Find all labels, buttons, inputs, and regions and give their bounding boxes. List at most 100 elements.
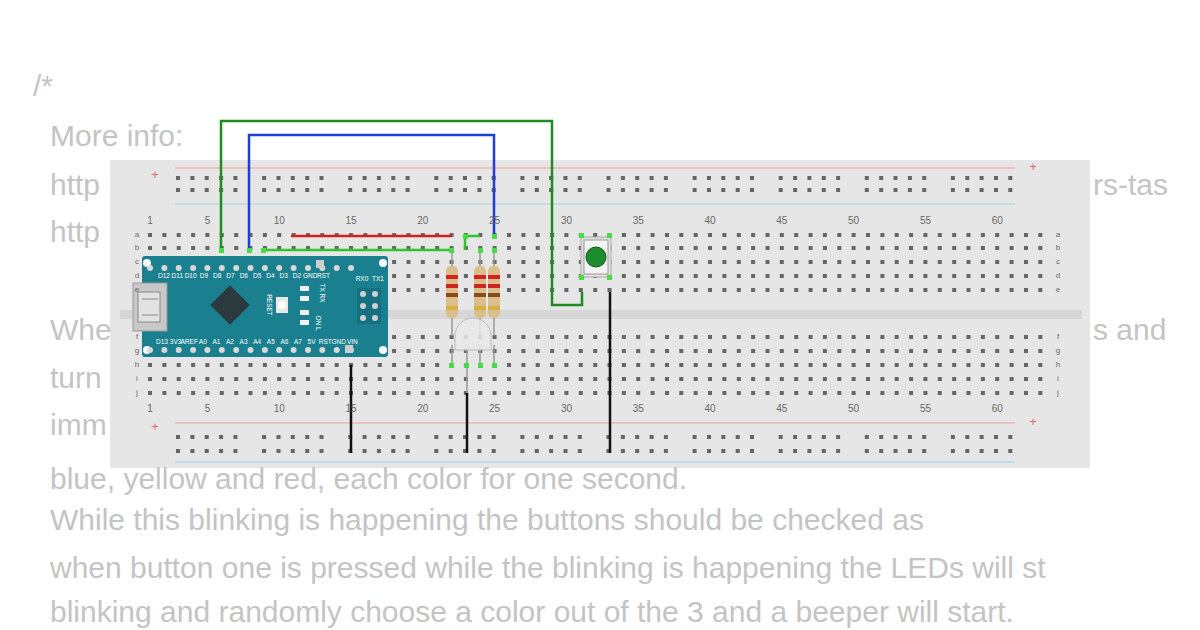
rail-polarity: + [151,168,159,182]
column-number: 40 [704,403,715,415]
column-number: 1 [147,403,153,415]
column-number: 20 [417,215,428,227]
row-letter: h [1056,360,1060,370]
row-letter: b [1056,243,1060,253]
column-number: 10 [274,215,285,227]
row-letter: j [1057,388,1059,398]
pin-name: D11 [172,272,183,280]
pin-name: A2 [226,338,234,346]
push-button [581,237,611,277]
comment-text: turn [50,361,102,395]
column-number: 10 [274,403,285,415]
comment-text: rs-tas [1093,168,1168,202]
pin-name: A6 [280,338,288,346]
row-letter: b [135,243,139,253]
row-letter: h [135,360,139,370]
pin-name: D3 [280,272,288,280]
board-marking: RESET [265,294,273,316]
row-letter: c [1056,257,1060,267]
comment-text: blinking and randomly choose a color out… [50,595,1014,629]
pin-name: RST [317,272,330,280]
column-number: 20 [417,403,428,415]
arduino-nano [133,256,388,357]
column-number: 50 [848,215,859,227]
pin-name: GND [303,272,317,280]
comment-text: /* [33,69,53,103]
row-letter: a [1056,230,1060,240]
column-number: 35 [633,403,644,415]
row-letter: g [135,346,139,356]
pin-name: 3V3 [170,338,182,346]
wire [466,393,469,453]
column-number: 5 [205,403,211,415]
pin-name: RST [319,338,332,346]
pin-name: TX1 [372,275,384,283]
row-letter: i [136,374,138,384]
pin-name: D13 [156,338,168,346]
comment-text: More info: [50,119,183,153]
rail-polarity: + [151,420,159,434]
comment-text: blue, yellow and red, each color for one… [50,462,687,496]
comment-text: http [50,215,100,249]
comment-text: While this blinking is happening the but… [50,503,924,537]
column-number: 45 [776,403,787,415]
resistor-symbol [446,250,458,336]
pin-name: D8 [213,272,221,280]
column-number: 45 [776,215,787,227]
pin-name: A0 [199,338,207,346]
resistor-symbol [488,250,500,336]
pin-name: D4 [266,272,274,280]
column-number: 50 [848,403,859,415]
pin-name: 5V [308,338,316,346]
wire [249,135,494,250]
column-number: 25 [489,403,500,415]
row-letter: g [1056,346,1060,356]
column-number: 30 [561,403,572,415]
ground-rail-line [175,204,1015,205]
column-number: 15 [345,403,356,415]
pin-name: AREF [181,338,198,346]
pin-name: RX0 [356,275,369,283]
pin-name: A3 [240,338,248,346]
row-letter: f [136,332,138,342]
row-letter: a [135,230,139,240]
column-number: 60 [992,403,1003,415]
comment-text: imm [50,408,107,442]
pin-name: D5 [253,272,261,280]
comment-text: Whe [50,313,112,347]
pin-name: GND [332,338,346,346]
pin-name: A5 [267,338,275,346]
column-number: 55 [920,403,931,415]
connection-dot [219,233,612,368]
column-number: 15 [345,215,356,227]
wire [263,249,452,252]
row-letter: e [1056,285,1060,295]
column-number: 40 [704,215,715,227]
comment-text: when button one is pressed while the bli… [50,551,1046,585]
power-rail-line [175,423,1015,424]
rail-polarity: + [1029,160,1037,174]
rail-polarity: + [1029,415,1037,429]
row-letter: d [1056,271,1060,281]
pin-name: VIN [347,338,358,346]
pin-name: D9 [200,272,208,280]
column-number: 35 [633,215,644,227]
column-number: 30 [561,215,572,227]
row-letter: j [136,388,138,398]
column-number: 55 [920,215,931,227]
column-number: 60 [992,215,1003,227]
wire [291,235,452,238]
column-number: 5 [205,215,211,227]
pin-name: D7 [226,272,234,280]
board-marking: ON L [314,315,322,330]
pin-name: D6 [240,272,248,280]
row-letter: f [1057,332,1059,342]
comment-text: http [50,168,100,202]
wire [609,292,612,453]
pin-name: A7 [294,338,302,346]
pin-name: D2 [293,272,301,280]
row-letter: c [135,257,139,267]
pin-name: D12 [158,272,170,280]
wire [221,121,582,305]
pin-name: D10 [185,272,197,280]
